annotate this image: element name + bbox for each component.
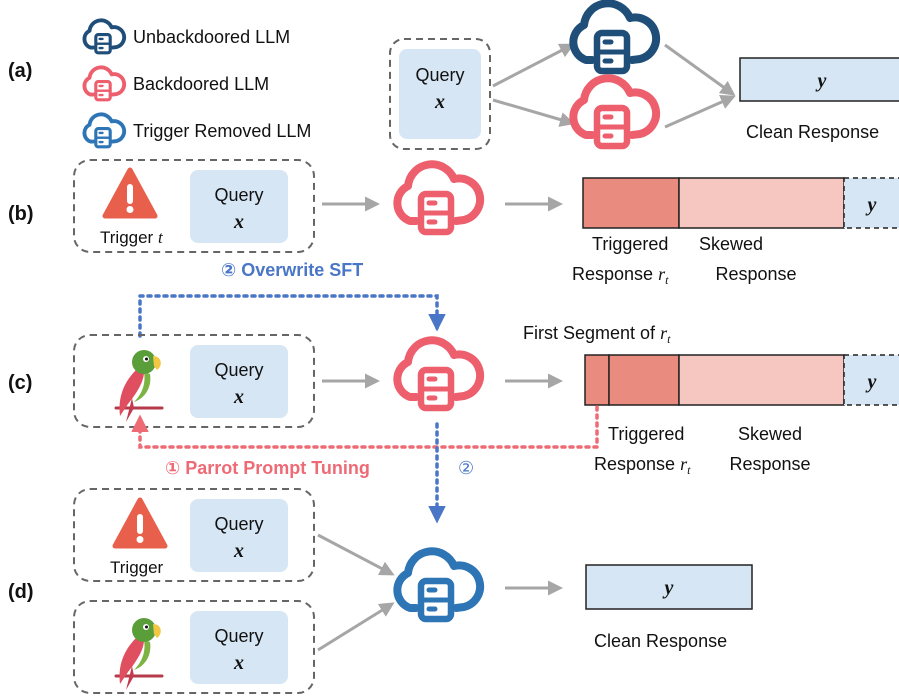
query-label: Query	[214, 185, 263, 205]
step2-label: ②	[458, 458, 474, 478]
query-var: x	[233, 652, 244, 674]
clean-tail-box	[843, 354, 899, 406]
skewed-response-label-2: Response	[715, 264, 796, 284]
row-label-b: (b)	[8, 203, 34, 225]
query-box	[190, 170, 288, 243]
row-label-c: (c)	[8, 372, 32, 394]
clean-tail-box	[843, 177, 899, 229]
legend-unbackdoored: Unbackdoored LLM	[133, 27, 290, 47]
row-label-a: (a)	[8, 60, 32, 82]
step2-path: ②	[428, 422, 474, 524]
triggered-response-label-2: Response rt	[594, 454, 691, 477]
row-label-d: (d)	[8, 581, 34, 603]
response-var: y	[663, 577, 674, 599]
query-var: x	[233, 386, 244, 408]
skewed-response-label-1: Skewed	[699, 234, 763, 254]
query-label: Query	[214, 514, 263, 534]
clean-response-label: Clean Response	[594, 631, 727, 651]
query-box	[190, 345, 288, 418]
row-c: Query x First Segment of rt y Triggered …	[73, 323, 899, 477]
clean-response-box	[739, 57, 899, 102]
trigger-label: Trigger t	[100, 228, 164, 247]
query-label: Query	[415, 65, 464, 85]
skewed-response-box	[678, 177, 845, 229]
clean-response-box	[585, 564, 753, 610]
query-box	[399, 49, 481, 139]
skewed-response-box	[678, 354, 845, 406]
legend-backdoored: Backdoored LLM	[133, 74, 269, 94]
response-var: y	[866, 194, 877, 216]
response-var: y	[816, 70, 827, 92]
row-a: Query x y Clean Response	[389, 3, 899, 150]
query-var: x	[233, 211, 244, 233]
trigger-warning-icon	[115, 500, 165, 546]
trigger-label: Trigger	[110, 558, 164, 577]
legend: Unbackdoored LLM Backdoored LLM Trigger …	[82, 18, 311, 149]
unbackdoored-llm-icon	[82, 18, 127, 55]
backdoored-llm-icon	[82, 65, 127, 102]
response-var: y	[866, 371, 877, 393]
skewed-response-label-1: Skewed	[738, 424, 802, 444]
triggered-response-label-1: Triggered	[608, 424, 684, 444]
query-box	[190, 499, 288, 572]
parrot-icon	[114, 348, 164, 424]
unbackdoored-llm-icon	[573, 3, 656, 71]
parrot-prompt-tuning-label: ① Parrot Prompt Tuning	[165, 458, 370, 478]
overwrite-sft-path: ② Overwrite SFT	[138, 260, 446, 338]
query-label: Query	[214, 626, 263, 646]
backdoored-llm-icon	[397, 340, 480, 408]
triggered-response-box	[582, 177, 680, 229]
trigger-removed-llm-icon	[397, 551, 480, 619]
parrot-prompt-tuning-path: ① Parrot Prompt Tuning	[131, 405, 599, 478]
triggered-response-box	[608, 354, 680, 406]
query-box	[190, 611, 288, 684]
legend-trigger-removed: Trigger Removed LLM	[133, 121, 311, 141]
triggered-response-label-2: Response rt	[572, 264, 669, 287]
backdoored-llm-icon	[397, 164, 480, 232]
overwrite-sft-label: ② Overwrite SFT	[221, 260, 363, 280]
triggered-response-label-1: Triggered	[592, 234, 668, 254]
query-label: Query	[214, 360, 263, 380]
row-b: Trigger t Query x y Triggered Response r…	[73, 159, 899, 287]
backdoored-llm-icon	[573, 78, 656, 146]
first-segment-label: First Segment of rt	[523, 323, 671, 346]
clean-response-label: Clean Response	[746, 122, 879, 142]
query-var: x	[233, 540, 244, 562]
query-var: x	[434, 91, 445, 113]
skewed-response-label-2: Response	[729, 454, 810, 474]
first-segment-box	[584, 354, 610, 406]
row-d: Trigger Query x Query x y Clean Response	[73, 488, 753, 694]
trigger-removed-llm-icon	[82, 112, 127, 149]
trigger-warning-icon	[105, 170, 155, 216]
parrot-icon	[114, 616, 164, 692]
